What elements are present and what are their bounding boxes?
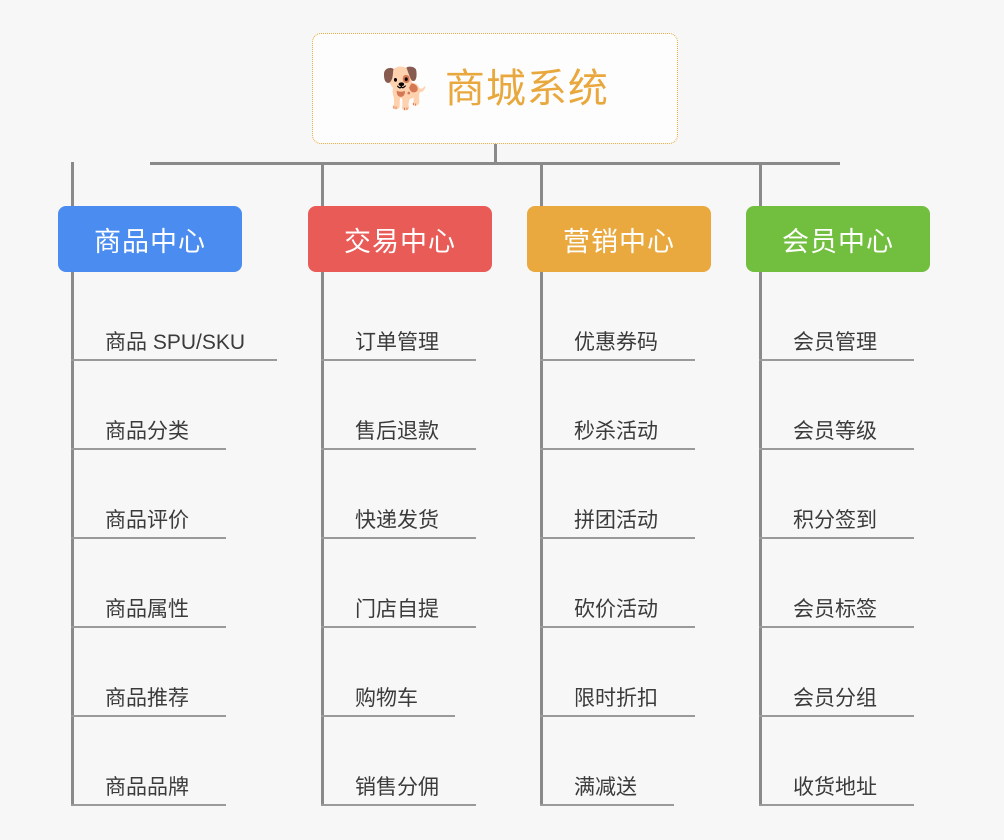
leaf-node[interactable]: 商品评价 — [71, 450, 266, 539]
branch-trunk — [321, 272, 324, 806]
leaf-underline — [71, 626, 226, 628]
leaf-node[interactable]: 商品推荐 — [71, 628, 266, 717]
leaf-node[interactable]: 购物车 — [321, 628, 495, 717]
leaf-label: 门店自提 — [355, 598, 439, 621]
root-connector-bus — [150, 162, 840, 165]
leaf-label: 商品评价 — [105, 509, 189, 532]
leaf-node[interactable]: 快递发货 — [321, 450, 516, 539]
category-node-marketing-center[interactable]: 营销中心 — [527, 206, 711, 272]
leaf-underline — [540, 626, 695, 628]
leaf-underline — [759, 359, 914, 361]
category-label: 营销中心 — [563, 226, 675, 257]
leaf-node[interactable]: 优惠券码 — [540, 272, 735, 361]
leaf-label: 销售分佣 — [355, 776, 439, 799]
leaf-node[interactable]: 会员分组 — [759, 628, 954, 717]
connector-drop-product-center — [71, 162, 74, 207]
root-connector-stem — [494, 144, 497, 164]
leaf-node[interactable]: 售后退款 — [321, 361, 516, 450]
leaf-node[interactable]: 秒杀活动 — [540, 361, 735, 450]
shiba-inu-dog-face-icon: 🐕 — [381, 66, 431, 111]
leaf-underline — [540, 804, 674, 806]
leaf-label: 购物车 — [355, 687, 418, 710]
leaf-node[interactable]: 销售分佣 — [321, 717, 516, 806]
leaf-label: 商品 SPU/SKU — [105, 331, 246, 354]
leaf-node[interactable]: 商品品牌 — [71, 717, 266, 806]
leaf-underline — [71, 537, 226, 539]
leaf-label: 订单管理 — [355, 331, 439, 354]
leaf-underline — [759, 715, 914, 717]
leaf-node[interactable]: 商品分类 — [71, 361, 266, 450]
leaf-label: 积分签到 — [793, 509, 877, 532]
leaf-underline — [321, 804, 476, 806]
leaf-node[interactable]: 砍价活动 — [540, 539, 735, 628]
root-title: 商城系统 — [444, 66, 609, 111]
leaf-label: 商品推荐 — [105, 687, 189, 710]
leaf-node[interactable]: 会员标签 — [759, 539, 954, 628]
category-node-member-center[interactable]: 会员中心 — [746, 206, 930, 272]
category-label: 会员中心 — [782, 226, 894, 257]
leaf-label: 商品属性 — [105, 598, 189, 621]
leaf-node[interactable]: 收货地址 — [759, 717, 954, 806]
leaf-underline — [71, 448, 226, 450]
leaf-underline — [540, 537, 695, 539]
leaf-node[interactable]: 拼团活动 — [540, 450, 735, 539]
leaf-label: 限时折扣 — [574, 687, 658, 710]
branch-trunk — [540, 272, 543, 806]
connector-drop-trade-center — [321, 162, 324, 207]
leaf-label: 优惠券码 — [574, 331, 658, 354]
leaf-underline — [759, 626, 914, 628]
leaf-underline — [540, 448, 695, 450]
leaf-underline — [759, 804, 914, 806]
leaf-node[interactable]: 限时折扣 — [540, 628, 735, 717]
leaf-underline — [759, 537, 914, 539]
category-label: 交易中心 — [344, 226, 456, 257]
leaf-label: 会员等级 — [793, 420, 877, 443]
category-node-product-center[interactable]: 商品中心 — [58, 206, 242, 272]
leaf-label: 商品分类 — [105, 420, 189, 443]
leaf-label: 满减送 — [574, 776, 637, 799]
leaf-node[interactable]: 会员等级 — [759, 361, 954, 450]
leaf-node[interactable]: 商品 SPU/SKU — [71, 272, 317, 361]
leaf-underline — [540, 359, 695, 361]
branch-trunk — [759, 272, 762, 806]
leaf-underline — [540, 715, 695, 717]
leaf-label: 收货地址 — [793, 776, 877, 799]
leaf-underline — [321, 448, 476, 450]
leaf-underline — [71, 359, 277, 361]
leaf-underline — [321, 626, 476, 628]
leaf-label: 会员管理 — [793, 331, 877, 354]
category-label: 商品中心 — [94, 226, 206, 257]
leaf-label: 会员标签 — [793, 598, 877, 621]
leaf-label: 售后退款 — [355, 420, 439, 443]
leaf-underline — [321, 537, 476, 539]
leaf-node[interactable]: 订单管理 — [321, 272, 516, 361]
leaf-node[interactable]: 商品属性 — [71, 539, 266, 628]
leaf-label: 商品品牌 — [105, 776, 189, 799]
category-node-trade-center[interactable]: 交易中心 — [308, 206, 492, 272]
leaf-underline — [71, 715, 226, 717]
leaf-underline — [321, 715, 455, 717]
leaf-label: 拼团活动 — [574, 509, 658, 532]
root-node[interactable]: 🐕 商城系统 — [312, 33, 678, 144]
leaf-label: 砍价活动 — [574, 598, 658, 621]
connector-drop-marketing-center — [540, 162, 543, 207]
leaf-node[interactable]: 满减送 — [540, 717, 714, 806]
leaf-node[interactable]: 门店自提 — [321, 539, 516, 628]
leaf-underline — [321, 359, 476, 361]
leaf-label: 会员分组 — [793, 687, 877, 710]
leaf-label: 快递发货 — [355, 509, 439, 532]
leaf-underline — [71, 804, 226, 806]
leaf-label: 秒杀活动 — [574, 420, 658, 443]
branch-trunk — [71, 272, 74, 806]
leaf-node[interactable]: 会员管理 — [759, 272, 954, 361]
leaf-node[interactable]: 积分签到 — [759, 450, 954, 539]
leaf-underline — [759, 448, 914, 450]
connector-drop-member-center — [759, 162, 762, 207]
